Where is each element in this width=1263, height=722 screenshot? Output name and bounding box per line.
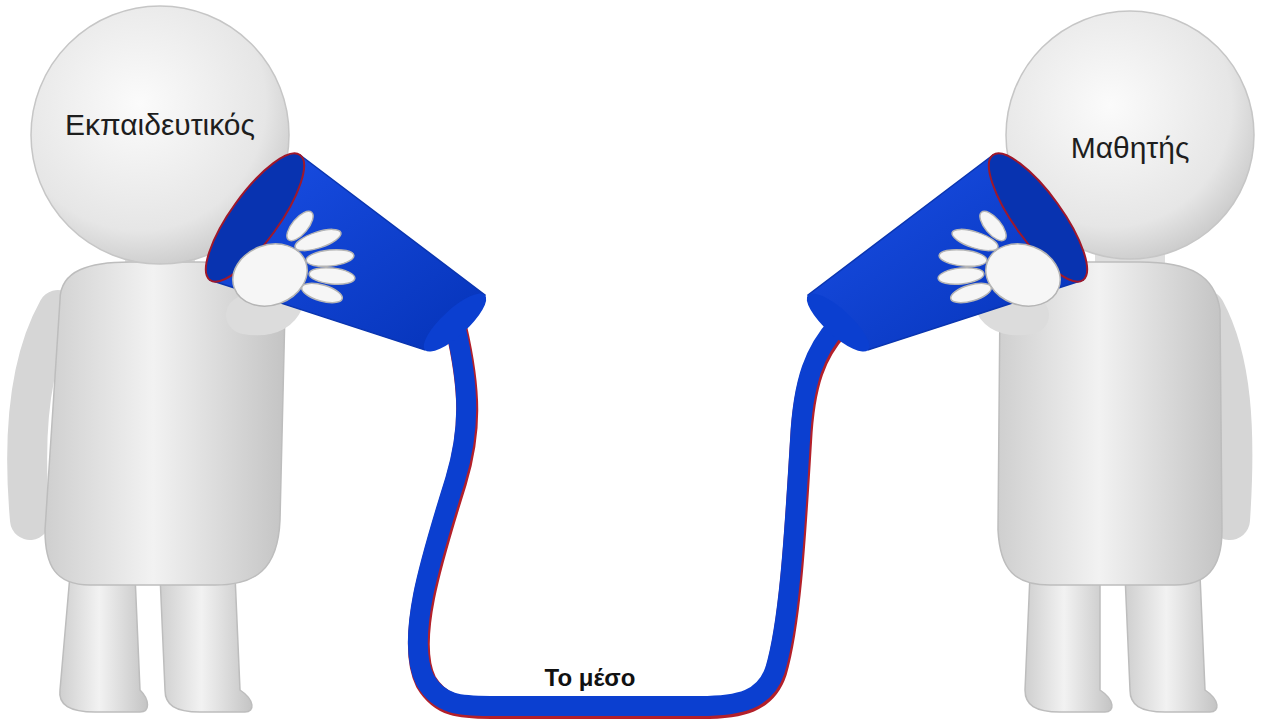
role-name: Εκπαιδευτικός <box>30 108 290 143</box>
right-cup <box>799 141 1102 360</box>
medium-label: Το μέσο <box>541 664 640 693</box>
left-cup <box>190 141 493 360</box>
tube <box>418 325 839 708</box>
right-hand <box>937 207 1069 316</box>
left-hand <box>224 207 356 316</box>
role-name: Μαθητής <box>1005 131 1255 166</box>
teacher-figure <box>27 245 287 712</box>
label-slot: Το μέσο <box>541 664 640 693</box>
student-figure <box>991 245 1232 712</box>
